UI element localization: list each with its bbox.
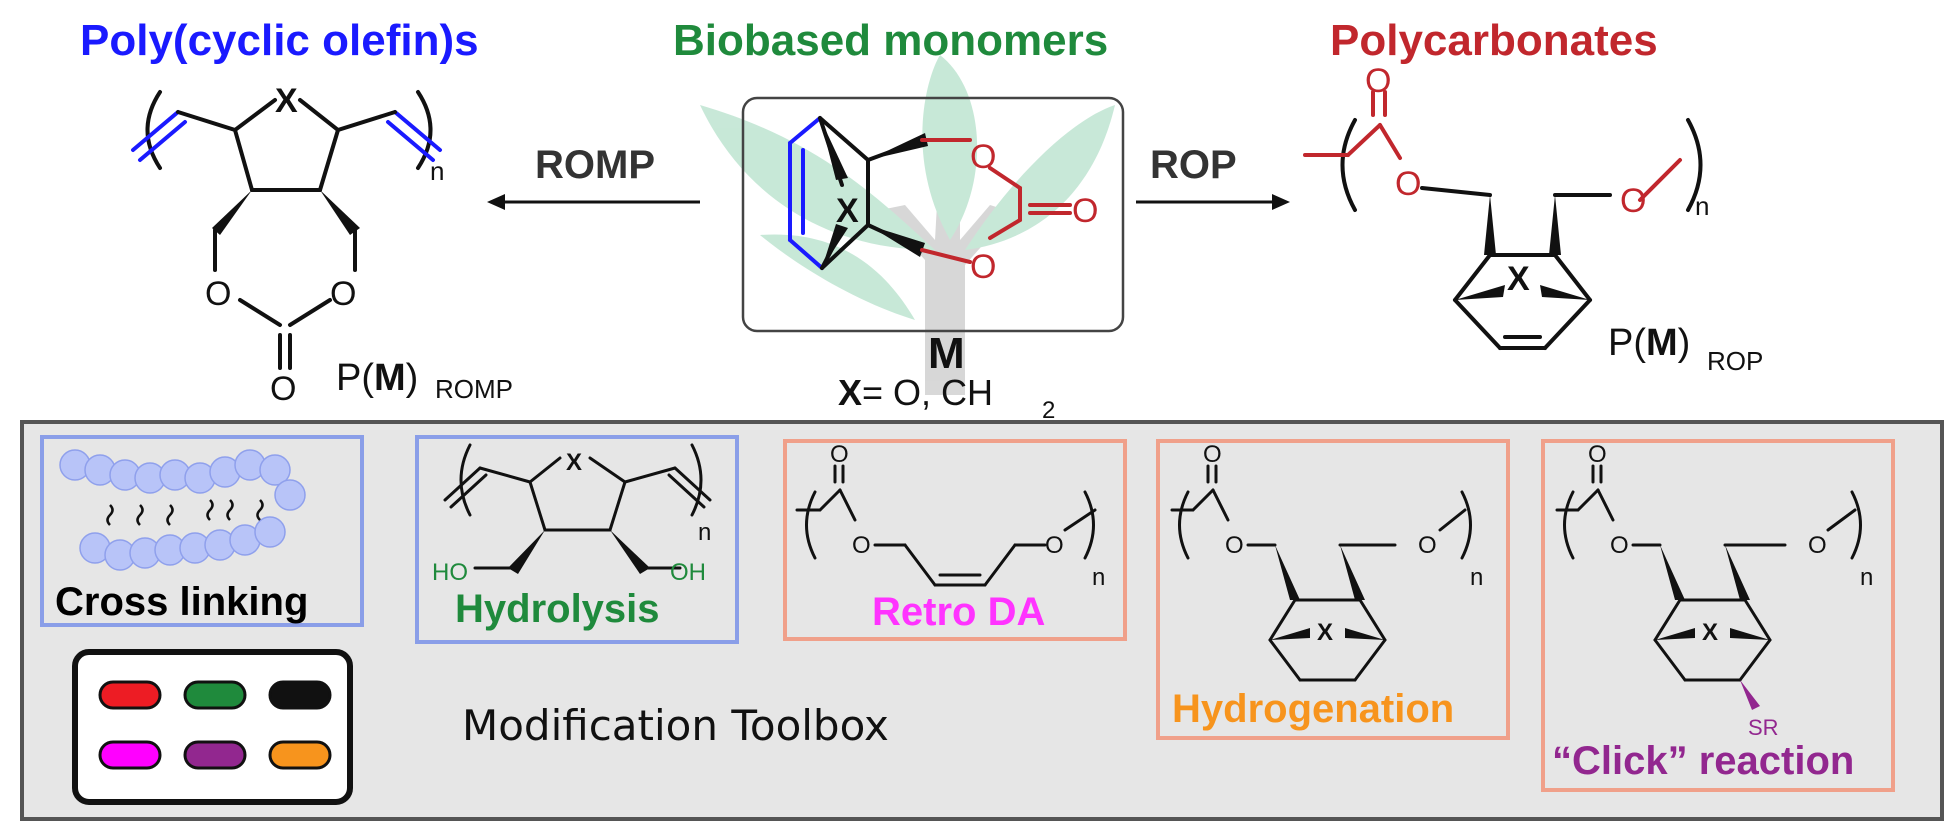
modification-toolbox-label: Modification Toolbox [462, 701, 889, 750]
toolbox-item-cross-linking: Cross linking [40, 435, 364, 627]
rop-arrow: ROP [1136, 143, 1290, 210]
title-polycarbonates: Polycarbonates [1330, 16, 1658, 65]
svg-text:O: O [1395, 165, 1421, 203]
hydrolysis-label: Hydrolysis [455, 587, 660, 631]
svg-text:n: n [430, 156, 444, 186]
hydrogenation-label: Hydrogenation [1172, 687, 1454, 731]
svg-text:O: O [1620, 182, 1646, 220]
svg-text:= O, CH: = O, CH [862, 372, 993, 413]
title-poly-cyclic-olefins: Poly(cyclic olefin)s [80, 16, 479, 65]
atom-o-monomer-2: O [970, 248, 996, 286]
svg-text:n: n [1092, 564, 1105, 591]
svg-text:X: X [1317, 619, 1333, 646]
toolbox-item-hydrolysis: X n HO OH Hydrolysis [415, 435, 739, 644]
pill-2 [183, 680, 247, 710]
toolbox-item-retro-da: O O O n Retro DA [783, 439, 1127, 641]
x-definition: X = O, CH 2 [838, 372, 1055, 424]
crosslink-spheres-icon [59, 449, 306, 571]
cross-linking-label: Cross linking [55, 580, 308, 624]
romp-polymer-label: P(M) ROMP [336, 357, 513, 404]
svg-text:O: O [1808, 532, 1827, 559]
svg-text:P(M): P(M) [1608, 322, 1690, 364]
rop-polymer-structure: O O O X n [1303, 62, 1709, 350]
svg-text:X: X [275, 82, 298, 120]
romp-polymer-structure: X O O O n [131, 82, 444, 408]
svg-text:O: O [1203, 441, 1222, 468]
svg-text:O: O [830, 441, 849, 468]
svg-text:X: X [1702, 619, 1718, 646]
svg-text:OH: OH [670, 559, 706, 586]
pill-4 [98, 740, 162, 770]
svg-text:O: O [1365, 62, 1391, 100]
svg-text:O: O [205, 275, 231, 313]
svg-text:O: O [1610, 532, 1629, 559]
svg-text:SR: SR [1748, 715, 1779, 740]
svg-text:n: n [1695, 191, 1709, 221]
atom-o-monomer-1: O [970, 138, 996, 176]
monomer-label: M [928, 329, 965, 378]
svg-text:O: O [1588, 441, 1607, 468]
romp-label: ROMP [535, 143, 655, 187]
svg-text:O: O [330, 275, 356, 313]
click-reaction-label: “Click” reaction [1552, 739, 1854, 783]
pill-5 [183, 740, 247, 770]
svg-text:n: n [1470, 564, 1483, 591]
svg-text:n: n [1860, 564, 1873, 591]
rop-label: ROP [1150, 143, 1237, 187]
pill-1 [98, 680, 162, 710]
svg-text:HO: HO [432, 559, 468, 586]
svg-text:O: O [852, 532, 871, 559]
svg-text:P(M): P(M) [336, 357, 418, 399]
svg-text:X: X [838, 372, 862, 413]
leaf-logo-icon [700, 55, 1115, 395]
svg-text:O: O [270, 370, 296, 408]
svg-text:X: X [566, 449, 582, 476]
toolbox-pills-icon [72, 649, 353, 805]
retro-da-label: Retro DA [872, 590, 1045, 634]
toolbox-item-click-reaction: O O O n X SR “Click” reaction [1541, 439, 1895, 792]
atom-o-monomer-carbonyl: O [1072, 192, 1098, 230]
title-biobased-monomers: Biobased monomers [673, 16, 1108, 65]
rop-polymer-label: P(M) ROP [1608, 322, 1763, 376]
monomer-frame [741, 96, 1125, 333]
svg-text:ROP: ROP [1707, 346, 1763, 376]
atom-x-monomer: X [836, 192, 859, 230]
svg-text:X: X [1507, 260, 1530, 298]
svg-text:n: n [698, 519, 711, 546]
svg-text:O: O [1418, 532, 1437, 559]
pill-6 [268, 740, 332, 770]
svg-text:O: O [1225, 532, 1244, 559]
toolbox-item-hydrogenation: O O O n X Hydrogenation [1156, 439, 1510, 740]
svg-text:2: 2 [1042, 397, 1055, 424]
pill-3 [268, 680, 332, 710]
romp-arrow: ROMP [487, 143, 700, 210]
svg-text:O: O [1045, 532, 1064, 559]
monomer-structure: X O O O [788, 116, 1098, 286]
svg-text:ROMP: ROMP [435, 374, 513, 404]
